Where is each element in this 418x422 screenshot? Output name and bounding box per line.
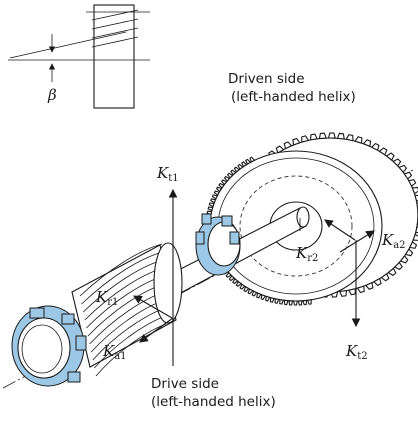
bearing-segment — [62, 314, 74, 324]
gear-tooth — [328, 133, 335, 138]
bearing-segment — [76, 336, 86, 350]
label-kt1: Kt1 — [156, 164, 179, 184]
gear-tooth — [275, 299, 279, 303]
gear-tooth — [308, 300, 312, 304]
gear-tooth — [266, 296, 270, 301]
helix-reference-line — [10, 32, 126, 58]
gear-tooth — [214, 191, 219, 195]
label-kt2: Kt2 — [345, 342, 368, 362]
gear-tooth — [284, 300, 288, 304]
shaft-end — [297, 207, 309, 227]
gear-tooth — [294, 301, 298, 305]
bearing-segment — [202, 214, 211, 224]
gear-tooth — [303, 300, 307, 304]
driven-side-subtitle: (left-handed helix) — [231, 89, 356, 105]
gear-tooth — [246, 159, 251, 164]
gear-tooth — [211, 199, 216, 203]
bearing-segment — [196, 232, 204, 244]
gear-tooth — [289, 301, 293, 305]
gear-tooth — [298, 301, 302, 305]
gear-tooth — [248, 289, 253, 294]
gear-tooth — [252, 291, 256, 296]
bearing-segment — [230, 232, 239, 244]
gear-profile-rect — [94, 5, 134, 108]
front-bearing — [12, 306, 86, 386]
gear-tooth — [217, 187, 222, 191]
gear-tooth — [280, 300, 284, 304]
gear-tooth — [208, 207, 213, 210]
bearing-segment — [68, 372, 80, 382]
helix-line — [92, 28, 138, 38]
bearing-segment — [222, 216, 232, 226]
gear-tooth — [270, 298, 274, 303]
drive-side-subtitle: (left-handed helix) — [151, 394, 276, 410]
gear-tooth — [302, 136, 309, 142]
gear-tooth — [349, 289, 356, 295]
gear-tooth — [213, 195, 218, 199]
gear-tooth — [311, 134, 318, 140]
driven-side-title: Driven side — [228, 71, 305, 87]
gear-tooth — [257, 293, 261, 298]
gear-tooth — [340, 291, 347, 297]
gear-tooth — [337, 133, 344, 139]
beta-label: β — [47, 86, 57, 104]
drive-pinion — [72, 243, 182, 376]
helix-line — [92, 10, 138, 20]
bearing-segment — [30, 308, 44, 318]
helix-line — [92, 19, 138, 29]
driven-gear — [206, 133, 418, 305]
gear-tooth — [319, 133, 326, 138]
gear-tooth — [346, 135, 353, 141]
gear-tooth — [261, 295, 265, 300]
drive-side-title: Drive side — [151, 376, 219, 392]
helix-angle-inset: β — [8, 5, 150, 108]
gear-tooth — [209, 203, 214, 207]
pinion-end-face — [154, 243, 182, 323]
gear-tooth — [250, 157, 254, 162]
helix-line — [92, 37, 138, 47]
